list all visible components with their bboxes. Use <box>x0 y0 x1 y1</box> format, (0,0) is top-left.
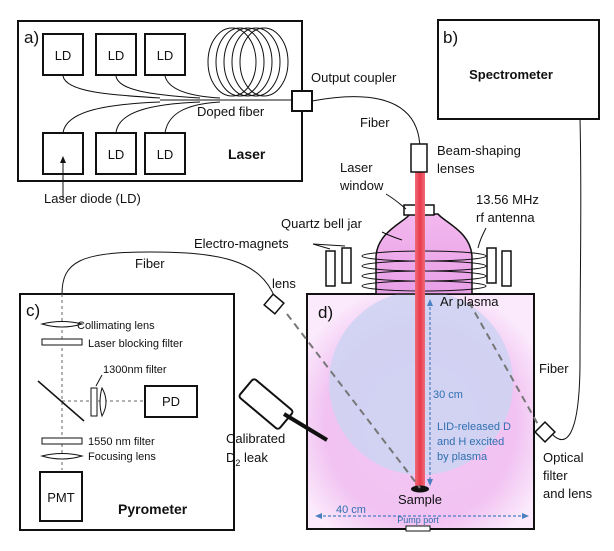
optical-label-1: Optical <box>543 450 584 465</box>
laser-window-pointer <box>385 193 407 210</box>
filter-1550nm <box>41 437 83 445</box>
electromagnet-pointer-1 <box>312 243 331 250</box>
pyrometer-box <box>19 293 235 531</box>
ld-box-1 <box>42 33 84 76</box>
pmt-box <box>39 471 83 522</box>
rf-antenna-pointer <box>477 227 487 249</box>
sample-label: Sample <box>398 492 442 507</box>
ld-box-5 <box>95 132 137 175</box>
ar-plasma-label: Ar plasma <box>440 294 499 309</box>
spectrometer-panel: b) Spectrometer <box>437 19 600 120</box>
ld-label-5: LD <box>108 147 125 162</box>
laser-title: Laser <box>228 146 266 162</box>
leak-label: D2 leak <box>226 450 268 468</box>
laser-window-label-2: window <box>339 178 384 193</box>
lid-label-2: and H excited <box>437 436 504 448</box>
chamber-panel: d) <box>286 143 541 532</box>
calibrated-leak-body <box>238 378 294 430</box>
lid-label-1: LID-released D <box>437 421 511 433</box>
ld-label-2: LD <box>108 48 125 63</box>
height-label: 30 cm <box>433 389 463 401</box>
beam-shaping-label-2: lenses <box>437 161 475 176</box>
side-focusing-lens <box>99 386 107 418</box>
focusing-label: Focusing lens <box>88 451 156 463</box>
rf-antenna-label-1: 13.56 MHz <box>476 192 539 207</box>
ld-box-3 <box>144 33 186 76</box>
doped-fiber-coil <box>207 27 289 97</box>
electromagnet-pointer-2 <box>312 243 346 247</box>
ld-label-3: LD <box>157 48 174 63</box>
collimating-lens <box>40 321 84 328</box>
width-label: 40 cm <box>336 504 366 516</box>
calibrated-leak-tube <box>282 412 329 442</box>
electromagnet-1 <box>325 250 336 287</box>
left-fiber-label: Fiber <box>135 256 165 271</box>
calibrated-label: Calibrated <box>226 431 285 446</box>
beam-shaping-lenses <box>410 143 428 173</box>
laser-fiber-label: Fiber <box>360 115 390 130</box>
right-fiber-label: Fiber <box>539 361 569 376</box>
optical-label-2: filter <box>543 468 568 483</box>
beam-shaping-label-1: Beam-shaping <box>437 143 521 158</box>
filter-1550-label: 1550 nm filter <box>88 436 155 448</box>
focusing-lens <box>40 453 84 460</box>
filter-1300nm <box>90 387 98 417</box>
optical-label-3: and lens <box>543 486 593 501</box>
laser-fiber <box>311 96 421 151</box>
combiner-fibers <box>62 75 300 134</box>
lid-label-3: by plasma <box>437 451 488 463</box>
bell-jar-label: Quartz bell jar <box>281 216 363 231</box>
laser-blocking-label: Laser blocking filter <box>88 338 183 350</box>
pd-label: PD <box>162 394 180 409</box>
electromagnet-4 <box>501 250 512 287</box>
dichroic-mirror <box>37 380 85 422</box>
rf-antenna-label-2: rf antenna <box>476 210 535 225</box>
pyrometer-fiber <box>61 251 276 299</box>
output-coupler-label: Output coupler <box>311 70 397 85</box>
spectrometer-box <box>437 19 600 120</box>
laser-window-label-1: Laser <box>340 160 373 175</box>
spectrometer-fiber <box>551 118 582 441</box>
ld-label-6: LD <box>157 147 174 162</box>
ld-box-6 <box>144 132 186 175</box>
panel-label-c: c) <box>26 301 40 320</box>
lens-label: lens <box>272 276 296 291</box>
ld-label-1: LD <box>55 48 72 63</box>
panel-label-b: b) <box>443 28 458 47</box>
pump-port <box>405 525 431 532</box>
pyrometer-panel: c) Collimating lens Laser blocking filte… <box>19 293 235 531</box>
panel-label-a: a) <box>24 28 39 47</box>
filter-1300-label: 1300nm filter <box>103 364 167 376</box>
ld-box-2 <box>95 33 137 76</box>
photodiode-box <box>144 385 198 418</box>
electromagnet-3 <box>486 247 497 284</box>
sample <box>411 485 429 493</box>
laser-blocking-filter <box>41 338 83 346</box>
pyrometer-line-of-sight <box>286 313 421 489</box>
electromagnets-label: Electro-magnets <box>194 236 289 251</box>
bell-jar-pointer <box>381 231 403 241</box>
optical-filter-lens <box>534 421 556 443</box>
pyrometer-lens <box>263 293 285 315</box>
arrow-up-icon <box>60 156 66 163</box>
dimension-markers <box>315 299 529 519</box>
collimating-label: Collimating lens <box>77 320 155 332</box>
output-coupler <box>291 90 313 112</box>
laser-diode-label: Laser diode (LD) <box>44 191 141 206</box>
electromagnet-2 <box>341 247 352 284</box>
filter-1300-pointer <box>95 374 103 387</box>
laser-panel: a) LD LD LD LD LD <box>17 20 303 206</box>
pump-port-label: Pump port <box>397 515 439 525</box>
pmt-label: PMT <box>47 490 75 505</box>
spectrometer-title: Spectrometer <box>469 67 553 82</box>
panel-label-d: d) <box>318 303 333 322</box>
pyrometer-title: Pyrometer <box>118 501 188 517</box>
optical-line-of-sight <box>468 301 541 429</box>
doped-fiber-label: Doped fiber <box>197 104 265 119</box>
laser-beam <box>415 172 425 490</box>
